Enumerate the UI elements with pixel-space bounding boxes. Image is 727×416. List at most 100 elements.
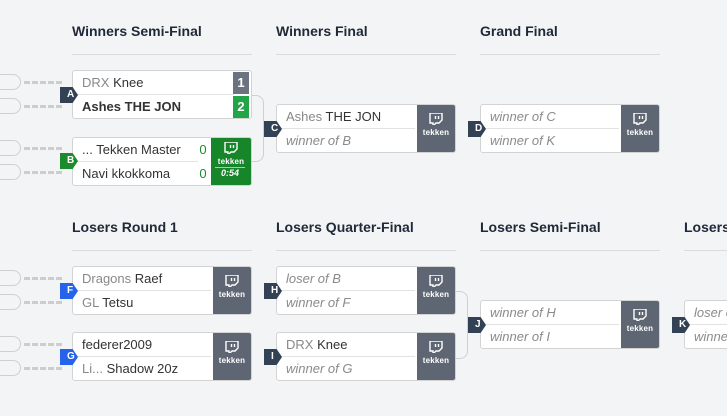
- match-j-player-2: winner of I: [490, 329, 550, 344]
- match-g-stream-button[interactable]: tekken: [213, 333, 251, 380]
- match-i-badge[interactable]: I: [264, 349, 282, 365]
- round-divider: [684, 250, 727, 251]
- twitch-icon: [225, 341, 239, 353]
- match-j-badge[interactable]: J: [468, 317, 486, 333]
- bracket-stub: [0, 270, 21, 286]
- team-tag: DRX: [82, 75, 110, 90]
- match-f[interactable]: Dragons Raef GL Tetsu tekken: [72, 266, 252, 315]
- match-c-player-2: winner of B: [286, 133, 352, 148]
- match-a-badge[interactable]: A: [60, 87, 78, 103]
- match-f-player-2[interactable]: GL Tetsu: [73, 291, 211, 314]
- match-k-player-1: loser of: [685, 301, 727, 325]
- twitch-icon: [633, 309, 647, 321]
- bracket-stub: [0, 294, 21, 310]
- bracket-dashed-line: [24, 277, 62, 280]
- stream-game-label: tekken: [218, 356, 246, 365]
- match-h-player-1: loser of B: [277, 267, 415, 291]
- match-a[interactable]: DRX Knee 1 Ashes THE JON 2: [72, 70, 252, 119]
- player-name: Shadow 20z: [106, 361, 179, 376]
- match-g-player-1[interactable]: federer2009: [73, 333, 211, 357]
- round-divider: [276, 54, 456, 55]
- match-i-player-1[interactable]: DRX Knee: [277, 333, 415, 357]
- match-b-badge[interactable]: B: [60, 153, 78, 169]
- round-title-losers-semi-final: Losers Semi-Final: [480, 219, 601, 235]
- stream-game-label: tekken: [422, 356, 450, 365]
- player-name: THE JON: [124, 99, 181, 114]
- match-g-player-2[interactable]: Li... Shadow 20z: [73, 357, 211, 380]
- match-h-stream-button[interactable]: tekken: [417, 267, 455, 314]
- match-b-score-2: 0: [195, 163, 211, 185]
- bracket-dashed-line: [24, 367, 62, 370]
- match-j[interactable]: winner of H winner of I tekken: [480, 300, 660, 349]
- bracket-dashed-line: [24, 105, 62, 108]
- match-c[interactable]: Ashes THE JON winner of B tekken: [276, 104, 456, 153]
- twitch-icon: [429, 341, 443, 353]
- match-c-badge[interactable]: C: [264, 121, 282, 137]
- round-divider: [72, 250, 252, 251]
- match-d-stream-button[interactable]: tekken: [621, 105, 659, 152]
- round-title-winners-semi-final: Winners Semi-Final: [72, 23, 202, 39]
- round-divider: [72, 54, 252, 55]
- match-b-score-1: 0: [195, 139, 211, 161]
- team-tag: GL: [82, 295, 99, 310]
- round-divider: [480, 250, 660, 251]
- match-a-player-1[interactable]: DRX Knee: [73, 71, 234, 95]
- match-d-badge[interactable]: D: [468, 121, 486, 137]
- match-a-player-2[interactable]: Ashes THE JON: [73, 95, 234, 118]
- match-b-player-2[interactable]: Navi kkokkoma: [73, 162, 198, 185]
- match-k-badge[interactable]: K: [672, 317, 690, 333]
- match-g[interactable]: federer2009 Li... Shadow 20z tekken: [72, 332, 252, 381]
- match-j-player-1: winner of H: [481, 301, 619, 325]
- match-k[interactable]: loser of winner: [684, 300, 727, 349]
- match-c-player-1[interactable]: Ashes THE JON: [277, 105, 415, 129]
- team-tag: Li...: [82, 361, 103, 376]
- match-d[interactable]: winner of C winner of K tekken: [480, 104, 660, 153]
- twitch-icon: [633, 113, 647, 125]
- round-divider: [480, 54, 660, 55]
- stream-game-label: tekken: [218, 290, 246, 299]
- match-f-stream-button[interactable]: tekken: [213, 267, 251, 314]
- player-name: kkokkoma: [111, 166, 171, 181]
- match-f-player-1[interactable]: Dragons Raef: [73, 267, 211, 291]
- match-k-player-2: winner: [694, 329, 727, 344]
- match-i[interactable]: DRX Knee winner of G tekken: [276, 332, 456, 381]
- twitch-icon: [225, 275, 239, 287]
- twitch-icon: [429, 275, 443, 287]
- bracket-stub: [0, 140, 21, 156]
- match-c-stream-button[interactable]: tekken: [417, 105, 455, 152]
- team-tag: DRX: [286, 337, 314, 352]
- bracket-dashed-line: [24, 81, 62, 84]
- player-name: Tekken Master: [96, 142, 181, 157]
- round-title-winners-final: Winners Final: [276, 23, 368, 39]
- match-h[interactable]: loser of B winner of F tekken: [276, 266, 456, 315]
- match-f-badge[interactable]: F: [60, 283, 78, 299]
- team-tag: ...: [82, 142, 93, 157]
- twitch-icon: [224, 142, 238, 154]
- stream-game-label: tekken: [422, 290, 450, 299]
- match-i-player-2: winner of G: [286, 361, 353, 376]
- match-d-player-1: winner of C: [481, 105, 619, 129]
- bracket-dashed-line: [24, 147, 62, 150]
- player-name: THE JON: [325, 109, 382, 124]
- round-title-losers-next: Losers: [684, 219, 727, 235]
- round-title-losers-round-1: Losers Round 1: [72, 219, 178, 235]
- match-a-score-1: 1: [233, 72, 249, 94]
- match-d-player-2: winner of K: [490, 133, 556, 148]
- stream-game-label: tekken: [626, 324, 654, 333]
- bracket-stub: [0, 360, 21, 376]
- team-tag: Ashes: [82, 99, 122, 114]
- match-b-live-stream-button[interactable]: tekken 0:54: [211, 138, 251, 185]
- team-tag: Ashes: [286, 109, 323, 124]
- match-g-badge[interactable]: G: [60, 349, 78, 365]
- match-b-player-1[interactable]: ... Tekken Master: [73, 138, 198, 162]
- player-name: Knee: [113, 75, 144, 90]
- bracket-dashed-line: [24, 343, 62, 346]
- player-name: Knee: [317, 337, 348, 352]
- bracket-connector: [455, 291, 468, 359]
- match-h-player-2: winner of F: [286, 295, 351, 310]
- match-h-badge[interactable]: H: [264, 283, 282, 299]
- match-j-stream-button[interactable]: tekken: [621, 301, 659, 348]
- match-b[interactable]: ... Tekken Master 0 Navi kkokkoma 0 tekk…: [72, 137, 252, 186]
- match-i-stream-button[interactable]: tekken: [417, 333, 455, 380]
- match-a-score-2: 2: [233, 96, 249, 118]
